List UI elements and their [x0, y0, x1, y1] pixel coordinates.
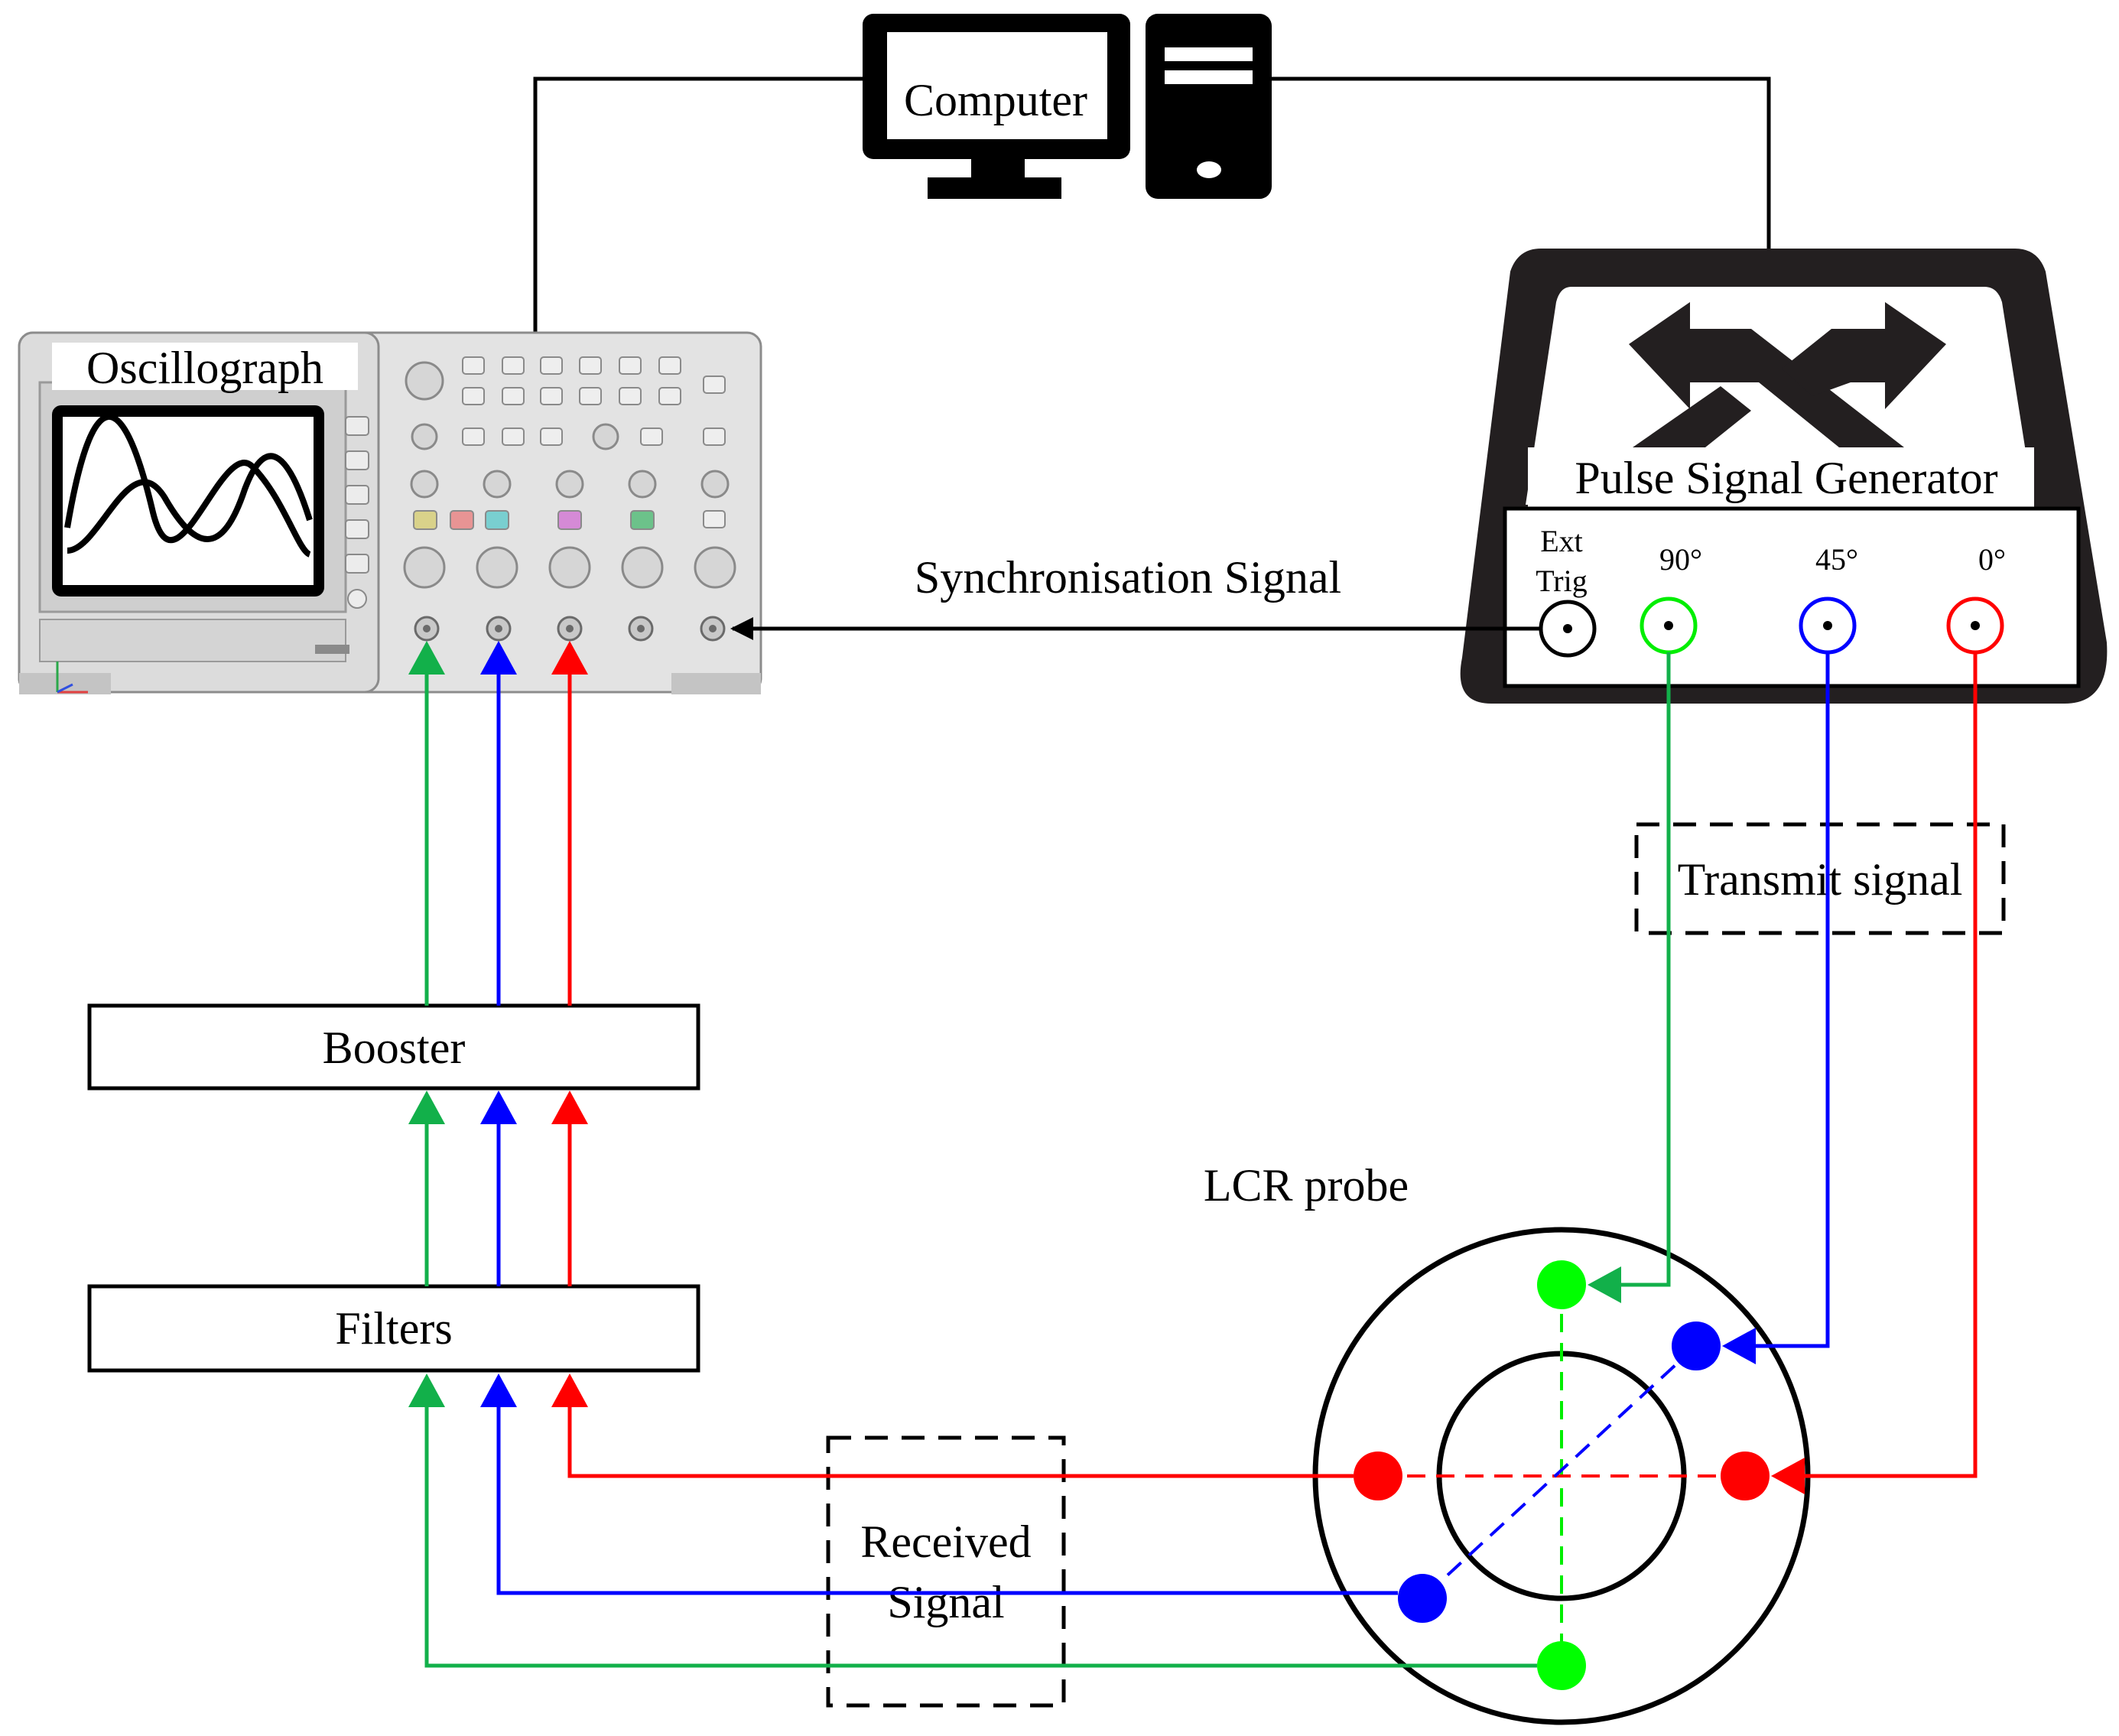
oscilloscope-screen	[52, 405, 324, 597]
red-transmit-arrowhead	[1771, 1458, 1805, 1494]
sync-signal-label: Synchronisation Signal	[915, 552, 1341, 603]
received-signal-label-line1: Received	[860, 1517, 1031, 1567]
green-scope-input-arrowhead	[408, 641, 445, 675]
channel-0-label: 0°	[1978, 542, 2006, 577]
coil-90-transmit	[1537, 1260, 1586, 1309]
channel-90-port	[1640, 597, 1698, 655]
coil-45-transmit	[1672, 1322, 1721, 1370]
red-scope-input-arrowhead	[551, 641, 588, 675]
computer-oscilloscope-link	[533, 76, 863, 333]
red-filters-input-arrowhead	[551, 1374, 588, 1407]
blue-transmit-line	[1756, 652, 1830, 1348]
green-booster-input-arrowhead	[408, 1091, 445, 1124]
green-transmit-line	[1621, 652, 1671, 1287]
ext-trig-label-line2: Trig	[1536, 564, 1587, 598]
blue-filters-input-arrowhead	[480, 1374, 517, 1407]
coil-45-receive	[1398, 1574, 1447, 1623]
filters-box	[87, 1284, 700, 1373]
computer-generator-link	[1272, 76, 1771, 260]
received-signal-box	[826, 1435, 1066, 1708]
blue-transmit-arrowhead	[1722, 1328, 1756, 1364]
received-signal-label-line2: Signal	[887, 1577, 1004, 1627]
coil-0-receive	[1354, 1452, 1402, 1500]
transmit-signal-box	[1634, 822, 2006, 935]
blue-scope-input-arrowhead	[480, 641, 517, 675]
channel-0-port	[1946, 597, 2004, 655]
red-transmit-line	[1805, 652, 1978, 1478]
transmit-signal-label: Transmit signal	[1678, 854, 1963, 905]
channel-45-label: 45°	[1815, 542, 1858, 577]
generator-front-panel	[1503, 506, 2081, 688]
shuffle-icon	[1629, 302, 1946, 447]
coil-90-receive	[1537, 1641, 1586, 1690]
blue-receive-line	[496, 1407, 1398, 1595]
oscilloscope-label: Oscillograph	[86, 343, 323, 393]
ext-trig-port	[1539, 600, 1597, 658]
lcr-probe-label: LCR probe	[1204, 1160, 1409, 1211]
green-transmit-arrowhead	[1588, 1266, 1621, 1303]
ext-trig-label-line1: Ext	[1540, 524, 1583, 558]
red-booster-input-arrowhead	[551, 1091, 588, 1124]
channel-45-port	[1799, 597, 1857, 655]
channel-90-label: 90°	[1659, 542, 1702, 577]
computer-icon	[863, 14, 1272, 199]
generator-label-plate	[1528, 447, 2034, 509]
signal-lines	[408, 641, 1978, 1668]
filters-label: Filters	[335, 1303, 452, 1354]
booster-label: Booster	[323, 1022, 466, 1073]
blue-booster-input-arrowhead	[480, 1091, 517, 1124]
green-filters-input-arrowhead	[408, 1374, 445, 1407]
computer-label: Computer	[904, 75, 1087, 125]
red-receive-line	[567, 1407, 1354, 1478]
booster-box	[87, 1003, 700, 1091]
coil-0-transmit	[1721, 1452, 1770, 1500]
oscilloscope-label-plate	[52, 343, 358, 390]
green-receive-line	[424, 1407, 1537, 1668]
generator-label: Pulse Signal Generator	[1575, 453, 1997, 503]
